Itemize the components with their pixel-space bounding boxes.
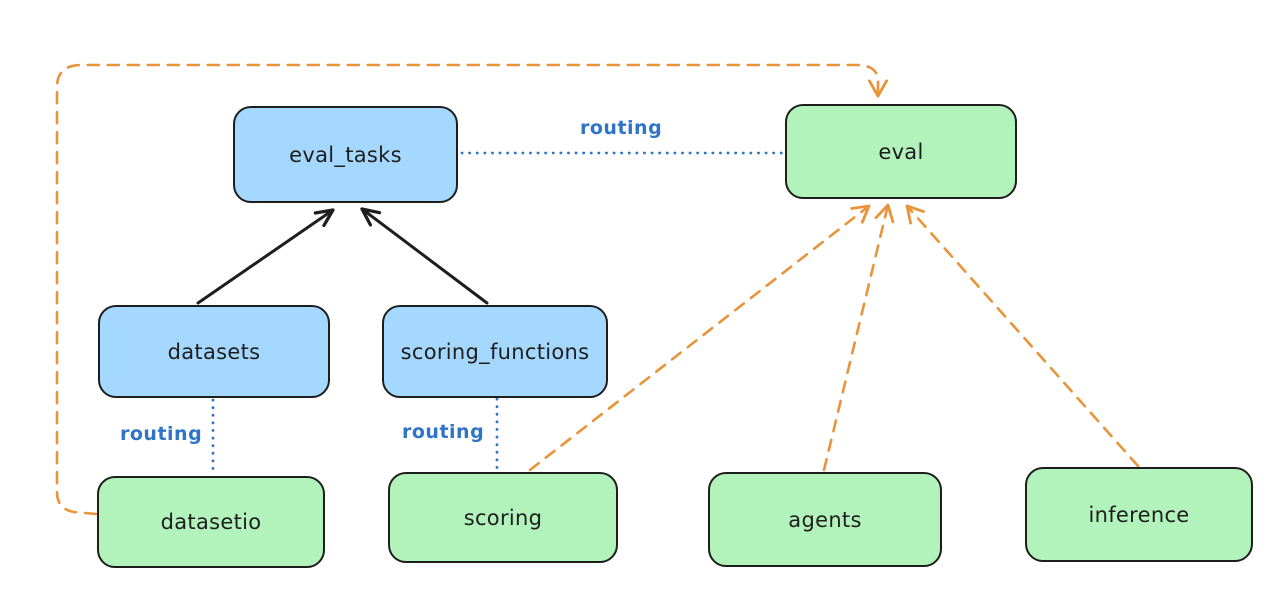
node-datasets: datasets (98, 305, 330, 398)
node-scoring-functions-label: scoring_functions (400, 339, 590, 364)
edge-agents-to-eval (822, 203, 895, 472)
routing-label-scoring-functions-scoring: routing (402, 421, 485, 443)
node-eval-tasks: eval_tasks (233, 106, 458, 203)
node-inference-label: inference (1088, 502, 1190, 527)
edge-scoring-to-eval (528, 204, 871, 472)
node-datasets-label: datasets (167, 339, 261, 364)
edge-datasetio-to-eval (55, 63, 889, 516)
edge-scoring-functions-to-eval-tasks (360, 207, 489, 305)
node-scoring: scoring (388, 472, 618, 563)
node-datasetio-label: datasetio (160, 510, 262, 534)
node-inference: inference (1025, 467, 1253, 562)
node-scoring-functions: scoring_functions (382, 305, 608, 398)
node-datasetio: datasetio (97, 476, 325, 568)
node-eval-label: eval (878, 139, 924, 164)
node-scoring-label: scoring (463, 505, 543, 530)
routing-label-eval-tasks-eval: routing (580, 117, 663, 139)
node-agents: agents (708, 472, 942, 567)
edge-inference-to-eval (905, 204, 1140, 468)
node-agents-label: agents (788, 507, 862, 532)
node-eval: eval (785, 104, 1017, 199)
edge-datasets-to-eval-tasks (196, 208, 335, 305)
routing-label-datasets-datasetio: routing (120, 423, 203, 445)
node-eval-tasks-label: eval_tasks (289, 142, 402, 167)
